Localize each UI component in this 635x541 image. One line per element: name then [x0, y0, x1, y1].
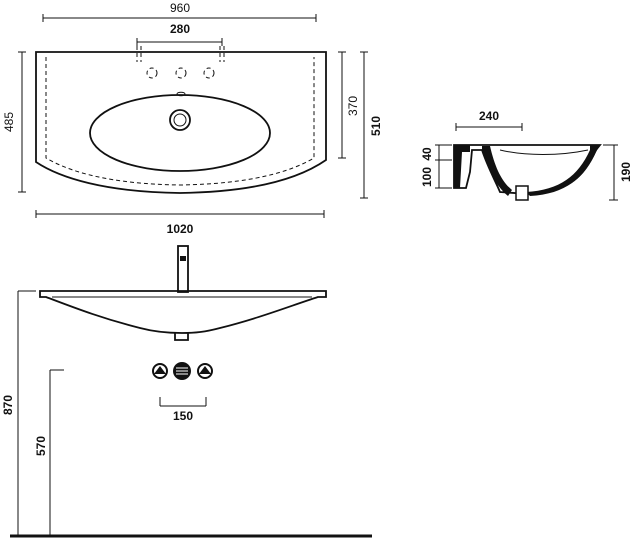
dim-370-label: 370: [346, 96, 360, 116]
mixer-right-icon: [197, 363, 213, 379]
basin-dashed-rim: [45, 57, 315, 186]
bowl-outline: [89, 94, 271, 172]
mixer-center-icon: [173, 362, 191, 380]
dim-40-label: 40: [420, 147, 434, 161]
basin-front-outline: [39, 290, 327, 334]
section-wall-left: [454, 145, 470, 188]
faucet-body-icon: [177, 245, 189, 293]
drain-outer-icon: [169, 109, 191, 131]
dim-1020-label: 1020: [167, 222, 194, 236]
section-wall-middle: [482, 146, 512, 196]
dim-960-label: 960: [170, 1, 190, 15]
tap-hole-right-icon: [203, 67, 215, 79]
dim-190-label: 190: [619, 162, 633, 182]
top-view: 960 280 485 370: [2, 1, 383, 236]
dim-510-label: 510: [369, 116, 383, 136]
dim-570-label: 570: [34, 436, 48, 456]
tap-hole-center-icon: [175, 67, 187, 79]
section-inner-curve: [499, 149, 589, 155]
dim-100-label: 100: [420, 167, 434, 187]
drain-inner-icon: [173, 113, 187, 127]
side-section: 240 40 100 190: [420, 109, 633, 201]
section-wall-right: [526, 145, 600, 196]
section-drain: [515, 185, 529, 201]
faucet-handle-icon: [180, 256, 186, 261]
dim-240-label: 240: [479, 109, 499, 123]
tap-hole-left-icon: [146, 67, 158, 79]
dim-150-label: 150: [173, 409, 193, 423]
front-view: 150 870 570: [1, 245, 372, 538]
dim-280-label: 280: [170, 22, 190, 36]
mixer-left-icon: [152, 363, 168, 379]
dim-870-label: 870: [1, 395, 15, 415]
basin-outline: [35, 51, 327, 194]
dim-485-label: 485: [2, 112, 16, 132]
basin-front-drain: [174, 333, 189, 341]
